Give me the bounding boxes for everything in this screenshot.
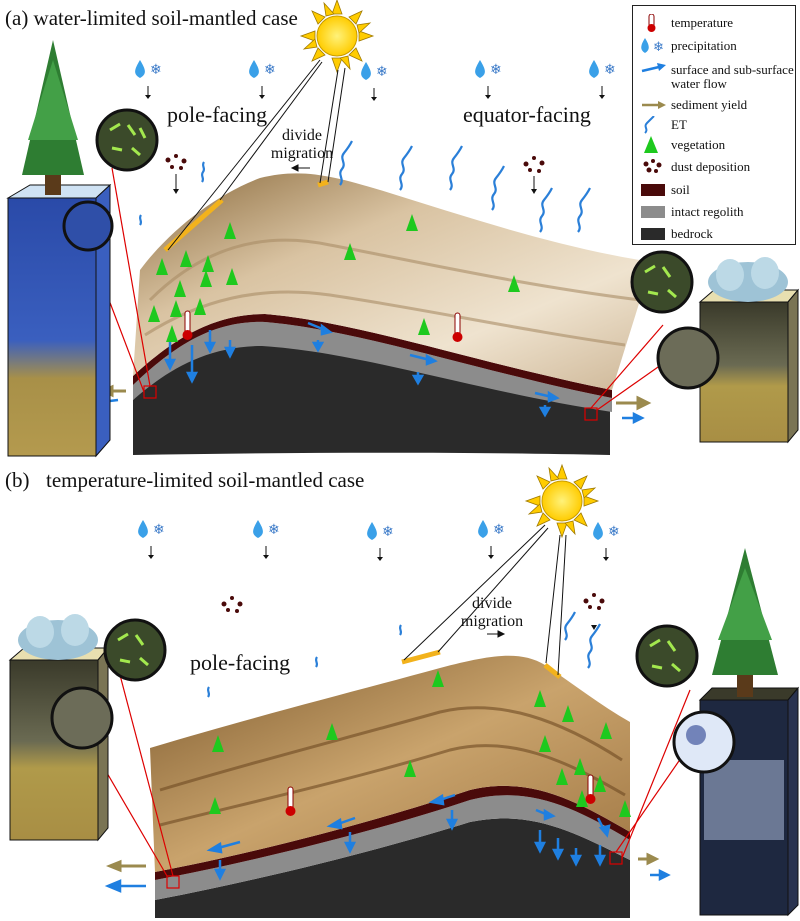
svg-text:❄: ❄ <box>493 523 505 538</box>
divide-segment-b1 <box>401 649 441 665</box>
divide-segment-b2 <box>543 663 562 679</box>
svg-text:❄: ❄ <box>653 39 664 54</box>
legend-label: bedrock <box>671 226 713 241</box>
magnifier-b-right <box>635 624 736 774</box>
legend-label: dust deposition <box>671 159 751 174</box>
magnifier-b-left <box>50 618 167 750</box>
squiggle-arrow-icon <box>644 116 655 134</box>
sediment-arrows-b <box>105 852 660 873</box>
sun-ray-lines-a <box>167 59 346 251</box>
svg-text:❄: ❄ <box>376 65 388 80</box>
divide-word: divide <box>282 127 322 144</box>
legend-label: intact regolith <box>671 204 744 219</box>
bedrock-layer-b <box>155 818 630 918</box>
legend: temperature ❄ precipitation surface and … <box>632 5 796 245</box>
legend-label: sediment yield <box>671 97 748 112</box>
svg-text:❄: ❄ <box>382 525 394 540</box>
sun-icon <box>299 0 375 74</box>
vegetation-b <box>209 670 631 817</box>
dust-deposition-b <box>221 593 605 630</box>
landscape-block-a <box>133 173 652 455</box>
raindrop-snowflake-icon: ❄ <box>641 38 664 54</box>
brown-arrow-icon <box>642 101 666 109</box>
thermometer-icon <box>647 14 656 32</box>
et-arrows-a <box>138 140 591 233</box>
precipitation-row-b: ❄ ❄ ❄ ❄ ❄ <box>138 520 620 561</box>
sun-icon-b <box>524 463 600 539</box>
soil-swatch <box>641 184 665 196</box>
flow-arrows-b <box>104 793 671 893</box>
bedrock-swatch <box>641 228 665 240</box>
svg-text:❄: ❄ <box>608 525 620 540</box>
panel-a-pole-facing-label: pole-facing <box>167 102 268 127</box>
landscape-block-b <box>150 649 630 918</box>
legend-label: soil <box>671 182 690 197</box>
legend-label: ET <box>671 117 687 132</box>
blue-arrow-icon <box>641 63 666 73</box>
dust-deposition-a <box>165 154 545 194</box>
regolith-layer-a <box>133 321 612 412</box>
panel-a-equator-facing-label: equator-facing <box>463 102 591 127</box>
precipitation-row-a: ❄ ❄ ❄ ❄ ❄ <box>135 60 616 101</box>
svg-text:❄: ❄ <box>490 63 502 78</box>
svg-text:❄: ❄ <box>264 63 276 78</box>
svg-text:❄: ❄ <box>604 63 616 78</box>
legend-label: temperature <box>671 15 734 30</box>
regolith-layer-b <box>155 795 630 900</box>
panel-b-divide-migration-label: divide migration <box>452 595 532 632</box>
magnifier-a-left <box>62 108 159 252</box>
panel-b-title: temperature-limited soil-mantled case <box>46 468 365 492</box>
panel-b-label: (b) <box>5 468 30 492</box>
svg-text:❄: ❄ <box>268 523 280 538</box>
panel-a-divide-migration-label: divide migration <box>262 127 342 164</box>
panel-a-title: (a) water-limited soil-mantled case <box>5 6 298 30</box>
thermometer-b <box>285 774 596 816</box>
et-arrows-b <box>206 611 601 698</box>
divide-segment-a2 <box>317 179 329 188</box>
svg-text:❄: ❄ <box>153 523 165 538</box>
thermometer-a <box>182 310 463 342</box>
regolith-swatch <box>641 206 665 218</box>
svg-text:❄: ❄ <box>150 63 162 78</box>
tree-icon <box>644 136 658 153</box>
panel-b-pole-facing-label: pole-facing <box>190 650 291 675</box>
terrain-surface-a <box>133 173 652 390</box>
migration-word: migration <box>460 613 524 631</box>
bedrock-layer-a <box>133 345 610 455</box>
magnifier-a-right <box>630 250 720 390</box>
vegetation-a <box>148 214 520 342</box>
legend-label: precipitation <box>671 38 737 53</box>
legend-label: surface and sub-surface water flow <box>671 62 794 91</box>
divide-word: divide <box>472 595 512 612</box>
sun-ray-lines-b <box>403 524 567 676</box>
dust-icon <box>643 159 662 173</box>
legend-label: vegetation <box>671 137 726 152</box>
migration-arrows <box>290 164 506 638</box>
migration-word: migration <box>270 145 334 163</box>
